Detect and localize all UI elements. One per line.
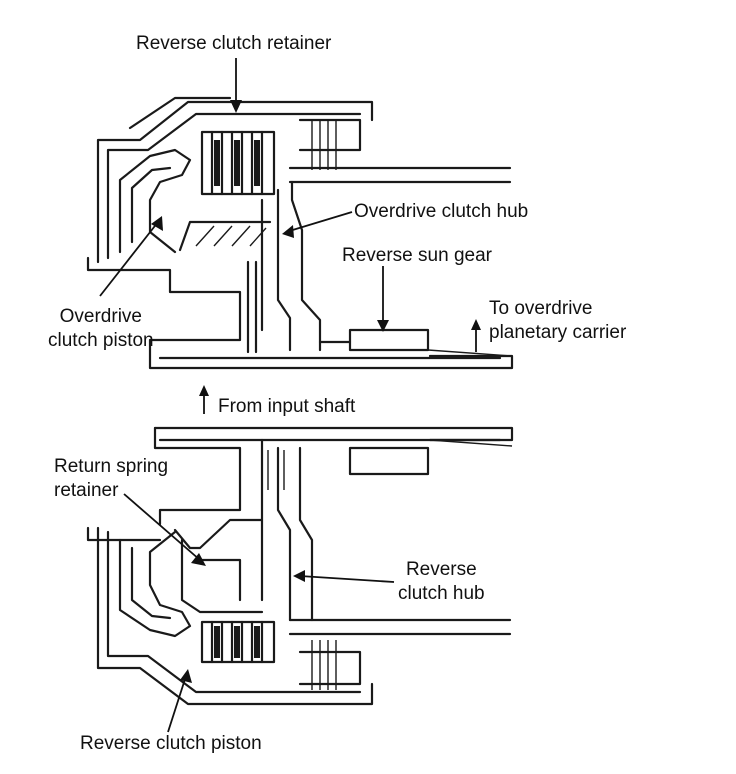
lower-clutch-assembly [86, 426, 514, 706]
label-overdrive-clutch-piston: Overdrive clutch piston [48, 306, 154, 351]
label-to-overdrive-planetary-carrier: To overdrive planetary carrier [489, 298, 627, 343]
label-reverse-sun-gear: Reverse sun gear [342, 245, 492, 266]
leader-lines [99, 58, 481, 733]
label-reverse-clutch-hub: Reverse clutch hub [398, 559, 485, 604]
upper-clutch-assembly [86, 96, 514, 370]
label-reverse-clutch-piston: Reverse clutch piston [80, 733, 262, 754]
label-from-input-shaft: From input shaft [218, 396, 356, 417]
label-reverse-clutch-retainer: Reverse clutch retainer [136, 33, 332, 54]
label-return-spring-retainer: Return spring retainer [54, 456, 169, 501]
label-overdrive-clutch-hub: Overdrive clutch hub [354, 201, 529, 222]
